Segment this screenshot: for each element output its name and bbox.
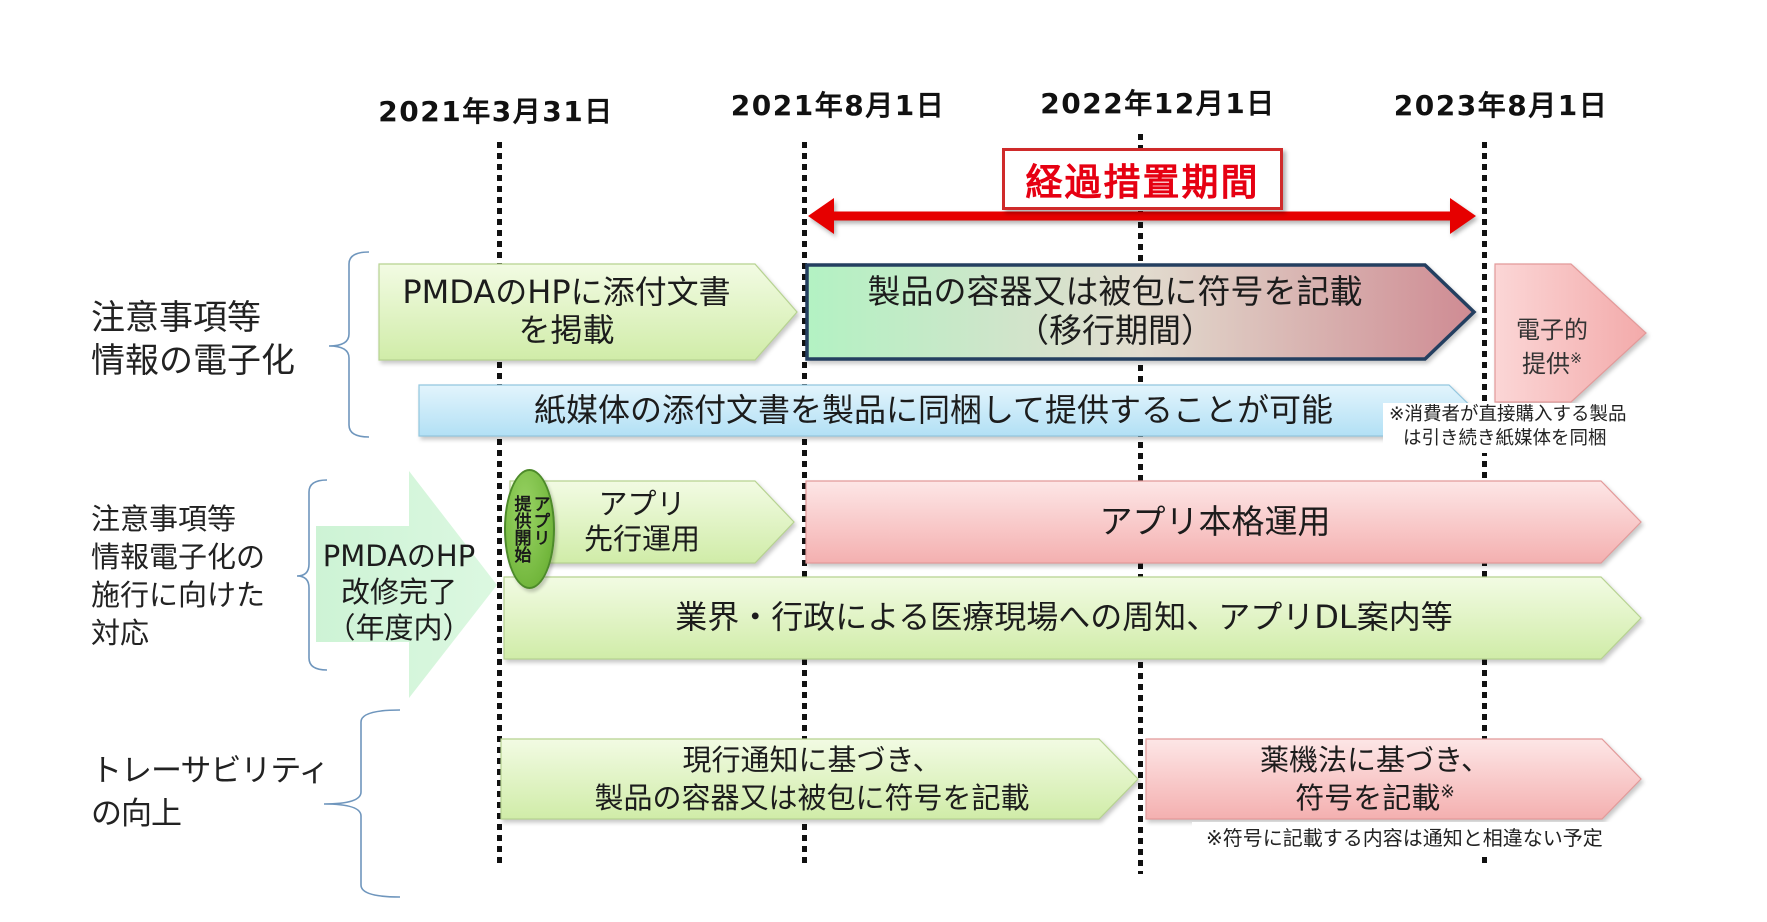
arrow-electronic-provision: 電子的 提供※ [1494, 263, 1647, 403]
electronic-provision-line1: 電子的 [1516, 316, 1588, 344]
row-label-traceability: トレーサビリティ の向上 [91, 753, 330, 832]
paper-note-line1: ※消費者が直接購入する製品 [1389, 404, 1627, 425]
arrow-app-full-operation-text: アプリ本格運用 [1099, 501, 1331, 541]
arrow-shape [1145, 738, 1642, 820]
milestone-line-2021-08-01 [802, 142, 807, 863]
arrow-shape [503, 576, 1642, 660]
transition-period-label: 経過措置期間 [1002, 148, 1283, 210]
brace-electronic [328, 251, 370, 438]
arrow-pmda-hp-renovation-text: PMDAのHP 改修完了 （年度内） [322, 539, 476, 645]
bar-paper-insert: 紙媒体の添付文書を製品に同梱して提供することが可能 [418, 384, 1476, 437]
arrow-shape [1494, 263, 1647, 403]
date-2022-12-01: 2022年12月1日 [1040, 87, 1276, 120]
arrow-pmd-act-text: 薬機法に基づき、 符号を記載※ [1145, 738, 1605, 820]
arrow-current-notice: 現行通知に基づき、 製品の容器又は被包に符号を記載 [500, 738, 1139, 820]
arrow-shape [378, 263, 798, 361]
arrow-shape [805, 263, 1477, 361]
brace-implementation [296, 479, 328, 671]
date-2023-08-01: 2023年8月1日 [1393, 89, 1609, 122]
paper-note: ※消費者が直接購入する製品 は引き続き紙媒体を同梱 [1383, 403, 1647, 453]
arrow-shape [316, 471, 497, 698]
row-label-implementation: 注意事項等 情報電子化の 施行に向けた 対応 [91, 502, 266, 650]
traceability-note: ※符号に記載する内容は通知と相違ない予定 [1192, 822, 1637, 854]
transition-double-arrow [808, 198, 1476, 234]
electronic-provision-line2: 提供※ [1522, 347, 1582, 381]
app-launch-text: アプリ 提供開始 [510, 495, 550, 563]
arrow-container-marking-text: 製品の容器又は被包に符号を記載 （移行期間） [867, 272, 1363, 350]
date-2021-08-01: 2021年8月1日 [730, 89, 946, 122]
arrow-app-full-operation: アプリ本格運用 [805, 480, 1642, 564]
arrow-pmda-hp-posting: PMDAのHPに添付文書 を掲載 [378, 263, 798, 361]
arrow-outreach: 業界・行政による医療現場への周知、アプリDL案内等 [503, 576, 1642, 660]
brace-traceability [323, 709, 401, 898]
date-2021-03-31: 2021年3月31日 [378, 95, 614, 128]
pmd-act-line2: 符号を記載※ [1295, 779, 1455, 817]
arrow-shape [500, 738, 1139, 820]
arrow-electronic-provision-text: 電子的 提供※ [1494, 305, 1610, 389]
pmd-act-footnote-mark: ※ [1440, 782, 1455, 803]
milestone-line-2021-03-31 [497, 142, 502, 863]
row-label-electronic: 注意事項等 情報の電子化 [91, 298, 295, 381]
arrow-current-notice-text: 現行通知に基づき、 製品の容器又は被包に符号を記載 [594, 743, 1030, 815]
arrow-pmda-hp-posting-text: PMDAのHPに添付文書 を掲載 [402, 273, 731, 349]
electronic-provision-footnote-mark: ※ [1569, 351, 1583, 367]
arrow-pmda-hp-renovation: PMDAのHP 改修完了 （年度内） [316, 471, 497, 698]
paper-note-line2: は引き続き紙媒体を同梱 [1403, 428, 1607, 449]
arrow-pmd-act: 薬機法に基づき、 符号を記載※ [1145, 738, 1642, 820]
pmd-act-line2-text: 符号を記載 [1295, 781, 1441, 815]
bar-paper-insert-text: 紙媒体の添付文書を製品に同梱して提供することが可能 [533, 390, 1334, 429]
arrow-app-pilot: アプリ 先行運用 [509, 480, 795, 564]
arrow-shape [805, 480, 1642, 564]
arrow-container-marking-transition: 製品の容器又は被包に符号を記載 （移行期間） [805, 263, 1477, 361]
arrow-outreach-text: 業界・行政による医療現場への周知、アプリDL案内等 [675, 598, 1453, 637]
app-launch-ellipse: アプリ 提供開始 [504, 469, 555, 589]
arrow-app-pilot-text: アプリ 先行運用 [583, 487, 700, 556]
pmd-act-line1: 薬機法に基づき、 [1260, 743, 1490, 777]
electronic-provision-line2-text: 提供 [1521, 350, 1570, 378]
